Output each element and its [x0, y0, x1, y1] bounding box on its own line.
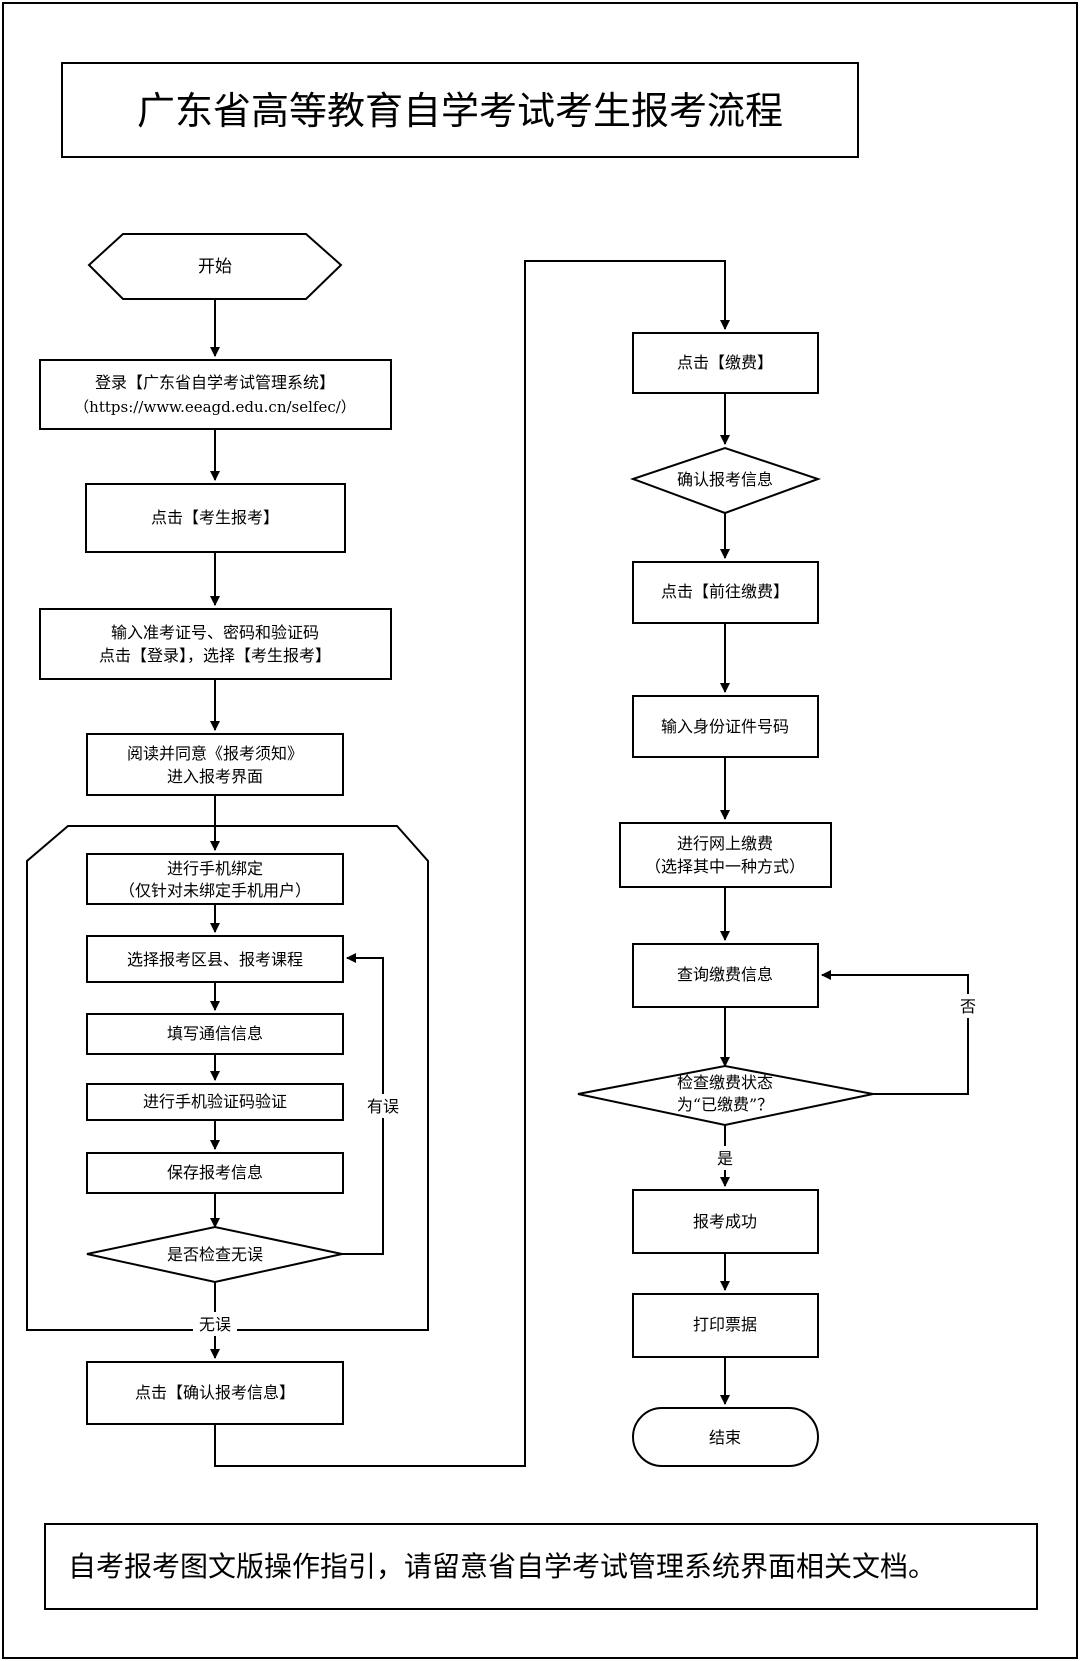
- online-pay-line2: （选择其中一种方式）: [645, 857, 805, 876]
- click-register-step: 点击【考生报考】: [85, 483, 346, 553]
- save-info-step: 保存报考信息: [86, 1152, 344, 1194]
- column-connector: [214, 260, 730, 1467]
- confirm-registration-step: 点击【确认报考信息】: [86, 1361, 344, 1425]
- end-node: 结束: [632, 1407, 819, 1467]
- registration-group-frame: [26, 825, 429, 1331]
- input-id-label: 输入身份证件号码: [661, 717, 789, 736]
- save-info-label: 保存报考信息: [167, 1163, 263, 1182]
- confirm-registration-label: 点击【确认报考信息】: [135, 1383, 295, 1402]
- query-pay-step: 查询缴费信息: [632, 943, 819, 1008]
- error-label: 有误: [367, 1097, 399, 1116]
- print-receipt-step: 打印票据: [632, 1293, 819, 1358]
- login-step-url: （https://www.eeagd.edu.cn/selfec/）: [74, 398, 356, 416]
- input-credentials-line1: 输入准考证号、密码和验证码: [111, 623, 319, 642]
- phone-bind-step: 进行手机绑定 （仅针对未绑定手机用户）: [86, 853, 344, 905]
- online-pay-line1: 进行网上缴费: [677, 834, 773, 853]
- start-node: 开始: [87, 233, 343, 300]
- title-box: 广东省高等教育自学考试考生报考流程: [61, 62, 859, 158]
- phone-bind-line2: （仅针对未绑定手机用户）: [119, 881, 311, 900]
- click-register-label: 点击【考生报考】: [151, 508, 279, 527]
- input-id-step: 输入身份证件号码: [632, 695, 819, 758]
- phone-bind-line1: 进行手机绑定: [167, 859, 263, 878]
- no-loop-connector: [821, 970, 969, 1095]
- fill-contact-step: 填写通信信息: [86, 1013, 344, 1055]
- start-label: 开始: [198, 257, 232, 277]
- select-course-label: 选择报考区县、报考课程: [127, 950, 303, 969]
- sms-verify-step: 进行手机验证码验证: [86, 1083, 344, 1121]
- click-pay-label: 点击【缴费】: [677, 353, 773, 372]
- fill-contact-label: 填写通信信息: [167, 1024, 263, 1043]
- input-credentials-line2: 点击【登录】，选择【考生报考】: [99, 646, 331, 665]
- read-notice-line2: 进入报考界面: [167, 767, 263, 786]
- select-course-step: 选择报考区县、报考课程: [86, 935, 344, 983]
- pay-status-line2: 为“已缴费”？: [677, 1095, 773, 1114]
- print-receipt-label: 打印票据: [693, 1315, 757, 1334]
- confirm-info-decision: 确认报考信息: [629, 446, 822, 515]
- confirm-info-label: 确认报考信息: [677, 470, 773, 489]
- query-pay-label: 查询缴费信息: [677, 965, 773, 984]
- yes-label: 是: [717, 1149, 733, 1168]
- goto-pay-step: 点击【前往缴费】: [632, 561, 819, 624]
- input-credentials-step: 输入准考证号、密码和验证码 点击【登录】，选择【考生报考】: [39, 608, 392, 680]
- pay-status-decision: 检查缴费状态 为“已缴费”？: [577, 1064, 874, 1127]
- footer-note-box: 自考报考图文版操作指引，请留意省自学考试管理系统界面相关文档。: [44, 1523, 1038, 1610]
- page-title: 广东省高等教育自学考试考生报考流程: [137, 89, 783, 133]
- login-step: 登录【广东省自学考试管理系统】 （https://www.eeagd.edu.c…: [39, 359, 392, 430]
- pay-status-line1: 检查缴费状态: [677, 1073, 773, 1092]
- check-decision: 是否检查无误: [86, 1225, 343, 1284]
- online-pay-step: 进行网上缴费 （选择其中一种方式）: [619, 822, 832, 888]
- ok-label: 无误: [199, 1315, 231, 1334]
- click-pay-step: 点击【缴费】: [632, 332, 819, 394]
- footer-note: 自考报考图文版操作指引，请留意省自学考试管理系统界面相关文档。: [68, 1550, 936, 1583]
- check-decision-label: 是否检查无误: [167, 1245, 263, 1264]
- success-step: 报考成功: [632, 1189, 819, 1254]
- end-label: 结束: [709, 1428, 741, 1447]
- no-label: 否: [960, 997, 976, 1016]
- success-label: 报考成功: [693, 1212, 757, 1231]
- read-notice-step: 阅读并同意《报考须知》 进入报考界面: [86, 733, 344, 796]
- read-notice-line1: 阅读并同意《报考须知》: [127, 744, 303, 763]
- login-step-line1: 登录【广东省自学考试管理系统】: [95, 373, 335, 392]
- goto-pay-label: 点击【前往缴费】: [661, 582, 789, 601]
- sms-verify-label: 进行手机验证码验证: [143, 1092, 287, 1111]
